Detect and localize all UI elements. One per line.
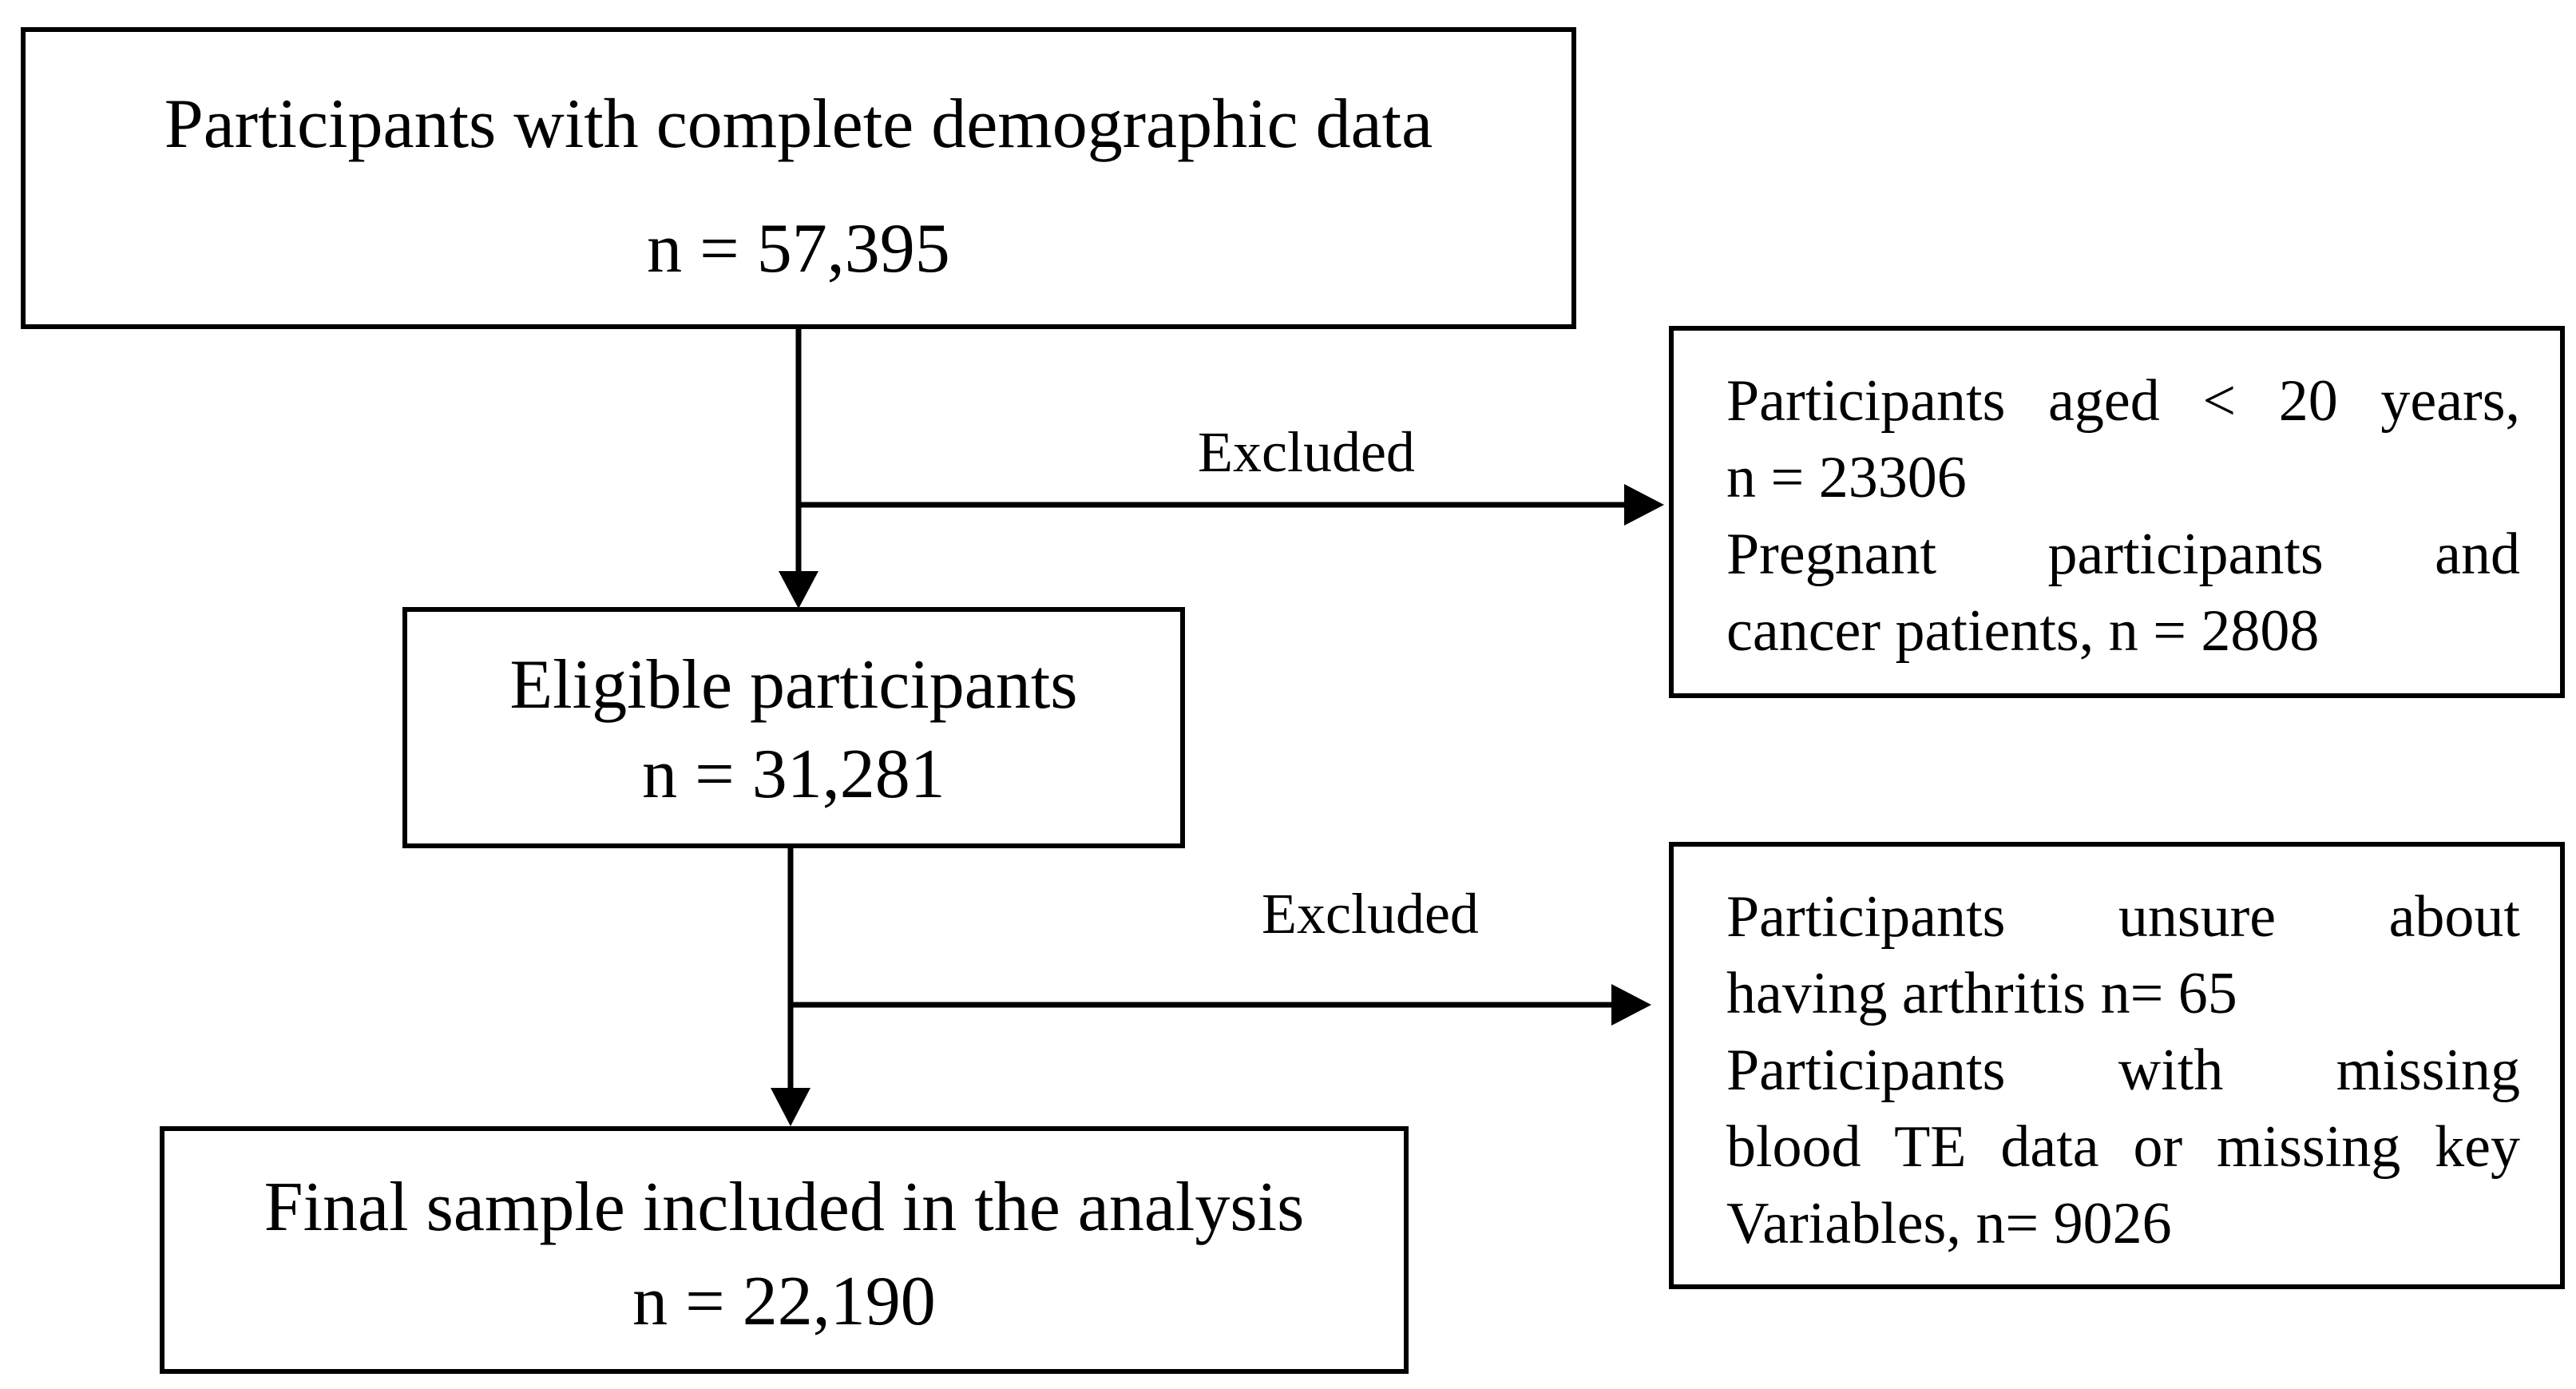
exclusion-second-line-1: Participants unsure about (1726, 884, 2520, 950)
start-box-title: Participants with complete demographic d… (164, 85, 1433, 163)
eligible-box-title: Eligible participants (509, 646, 1078, 724)
exclusion-first-line-2: n = 23306 (1726, 445, 1967, 510)
excluded-label-second: Excluded (1262, 882, 1479, 946)
arrow-head-eligible (779, 571, 818, 609)
excluded-label-first: Excluded (1198, 420, 1415, 484)
exclusion-second-line-3: Participants with missing (1726, 1038, 2520, 1103)
exclusion-first-line-3: Pregnant participants and (1726, 522, 2520, 587)
exclusion-box-second: Participants unsure about having arthrit… (1669, 842, 2565, 1289)
final-box: Final sample included in the analysis n … (160, 1126, 1409, 1374)
exclusion-first-line-4: cancer patients, n = 2808 (1726, 598, 2320, 664)
exclusion-second-line-5: Variables, n= 9026 (1726, 1191, 2172, 1256)
arrow-head-first-exclusion (1624, 484, 1664, 526)
arrow-head-final (771, 1088, 810, 1126)
final-box-title: Final sample included in the analysis (264, 1169, 1305, 1246)
final-box-count: n = 22,190 (632, 1263, 936, 1340)
start-box-count: n = 57,395 (647, 210, 950, 288)
exclusion-first-line-1: Participants aged < 20 years, (1726, 368, 2520, 434)
exclusion-second-line-2: having arthritis n= 65 (1726, 961, 2237, 1026)
eligible-box: Eligible participants n = 31,281 (402, 607, 1185, 848)
eligible-box-count: n = 31,281 (642, 736, 945, 813)
exclusion-box-first: Participants aged < 20 years, n = 23306 … (1669, 326, 2565, 698)
exclusion-second-line-4: blood TE data or missing key (1726, 1114, 2520, 1180)
start-box: Participants with complete demographic d… (21, 27, 1576, 329)
arrow-head-second-exclusion (1611, 984, 1651, 1026)
